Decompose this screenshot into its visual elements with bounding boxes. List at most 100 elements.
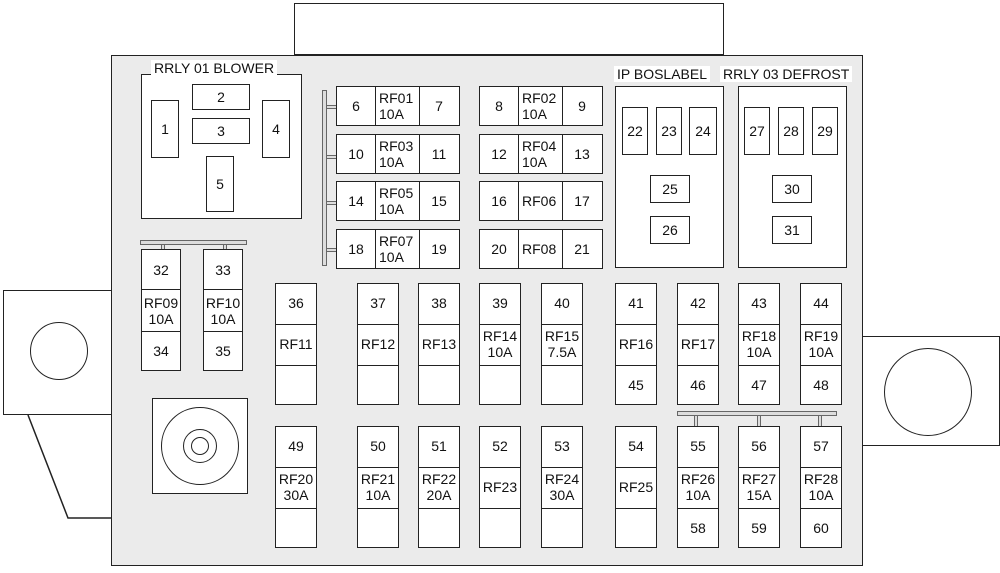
fuse: RF02 10A (518, 86, 563, 126)
fuse-divider (358, 508, 398, 509)
fuse-terminal: 44 (813, 295, 829, 311)
fuse-block (738, 426, 780, 548)
fuse-terminal: 9 (578, 98, 586, 114)
relay-terminal: 23 (656, 107, 682, 155)
fuse-terminal: 35 (203, 331, 243, 371)
fuse-terminal: 56 (751, 438, 767, 454)
fuse-terminal: 38 (431, 295, 447, 311)
fuse-divider (276, 365, 316, 366)
fuse-terminal: 18 (348, 241, 364, 257)
fuse: RF20 30A (278, 470, 314, 503)
fuse-divider (678, 508, 718, 509)
fuse-terminal: 49 (288, 438, 304, 454)
fuse-terminal: 17 (574, 193, 590, 209)
fuse-terminal: 37 (370, 295, 386, 311)
relay-terminal: 5 (206, 156, 234, 212)
fuse-divider (542, 324, 582, 325)
fuse-divider (801, 467, 841, 468)
fuse-terminal: 53 (554, 438, 570, 454)
fuse-terminal: 12 (491, 146, 507, 162)
fuse-block (275, 426, 317, 548)
fuse: RF28 10A (803, 470, 839, 503)
fuse-terminal: 15 (431, 193, 447, 209)
fuse-terminal: 36 (288, 295, 304, 311)
fuse-terminal: 16 (491, 193, 507, 209)
fuse-divider (739, 508, 779, 509)
right-mount-hole (884, 348, 972, 436)
fuse-divider (678, 365, 718, 366)
fuse-terminal: 42 (690, 295, 706, 311)
fuse-block (615, 283, 657, 405)
fuse: RF27 15A (741, 470, 777, 503)
fuse-terminal: 55 (690, 438, 706, 454)
fuse-terminal: 21 (574, 241, 590, 257)
fuse-divider (276, 467, 316, 468)
blower-relay-label: RRLY 01 BLOWER (151, 60, 278, 76)
relay-terminal: 22 (622, 107, 648, 155)
fuse-terminal: 39 (492, 295, 508, 311)
fuse-divider (616, 365, 656, 366)
fuse-terminal: 47 (751, 376, 767, 393)
fuse: RF01 10A (375, 86, 420, 126)
fuse-terminal: 13 (574, 146, 590, 162)
fuse-terminal: 11 (431, 146, 447, 162)
fuse-terminal (357, 364, 399, 405)
ip-boslabel-label: IP BOSLABEL (614, 66, 711, 82)
fuse-block (357, 426, 399, 548)
fuse-terminal: 57 (813, 438, 829, 454)
relay-terminal: 25 (650, 175, 690, 203)
fuse-divider (480, 467, 520, 468)
fuse-terminal: 45 (628, 376, 644, 393)
fuse-divider (358, 365, 398, 366)
fuse-terminal (275, 364, 317, 405)
fuse-terminal: 59 (751, 519, 767, 536)
fuse-terminal: 33 (203, 249, 243, 291)
relay-terminal: 31 (772, 216, 812, 244)
fuse-terminal: 46 (690, 376, 706, 393)
fuse-divider (616, 508, 656, 509)
fuse: RF04 10A (518, 134, 563, 174)
fuse-block (541, 426, 583, 548)
fuse-terminal: 50 (370, 438, 386, 454)
fuse: RF13 (421, 335, 457, 352)
fuse-terminal: 19 (431, 241, 447, 257)
fuse-divider (419, 365, 459, 366)
fuse-terminal: 10 (348, 146, 364, 162)
relay-terminal: 4 (262, 100, 290, 158)
fuse-block (275, 283, 317, 405)
fuse-divider (480, 324, 520, 325)
fuse: RF23 (482, 478, 518, 495)
fuse: RF12 (360, 335, 396, 352)
fuse-terminal: 52 (492, 438, 508, 454)
fuse-block (541, 283, 583, 405)
bus-bar (140, 240, 247, 245)
fuse-terminal: 58 (690, 519, 706, 536)
fuse: RF22 20A (421, 470, 457, 503)
fuse: RF10 10A (203, 289, 243, 333)
fuse-terminal: 34 (141, 331, 181, 371)
fuse: RF08 (518, 229, 563, 269)
fuse-terminal: 14 (348, 193, 364, 209)
fuse-divider (419, 324, 459, 325)
fuse-terminal (479, 507, 521, 548)
fuse-terminal: 32 (141, 249, 181, 291)
fuse: RF14 10A (482, 327, 518, 360)
ground-stud-inner (191, 437, 209, 455)
fuse-block (800, 283, 842, 405)
fuse-divider (358, 467, 398, 468)
fuse-terminal (615, 507, 657, 548)
fuse-divider (276, 324, 316, 325)
relay-terminal: 29 (812, 107, 838, 155)
fuse-divider (801, 324, 841, 325)
fuse-divider (419, 467, 459, 468)
fuse: RF17 (680, 335, 716, 352)
fuse-divider (739, 467, 779, 468)
fuse-terminal: 41 (628, 295, 644, 311)
bus-bar (322, 90, 327, 266)
fuse-terminal: 8 (495, 98, 503, 114)
fuse: RF11 (279, 335, 313, 352)
fuse-divider (801, 508, 841, 509)
fuse-block (418, 426, 460, 548)
fuse-terminal (275, 507, 317, 548)
fuse-terminal: 7 (435, 98, 443, 114)
